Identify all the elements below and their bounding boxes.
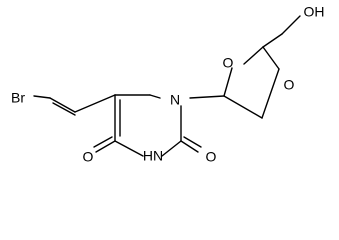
bond-ring-top-a (223, 67, 233, 97)
bond-c-c-double-a (49, 97, 76, 113)
bond-c2-o (180, 140, 199, 153)
bond-c-ring (74, 94, 116, 113)
bond-ring-bottom (223, 95, 263, 119)
carbonyl-oxygen-left: O (83, 149, 94, 165)
bond-ch2-oh (281, 15, 301, 35)
bond-n3-c2 (161, 140, 182, 157)
bromine-label: Br (11, 90, 25, 106)
bond-c2-o-double (183, 136, 202, 148)
bond-c6-n1 (149, 94, 161, 99)
bond-ring-right-b (261, 68, 280, 119)
molecule-canvas: Br N HN O O O O OH (11, 3, 325, 165)
nh-label: HN (143, 148, 163, 164)
ring-oxygen-right: O (284, 77, 295, 93)
bond-ring-top-b (243, 46, 264, 65)
bond-c-c-double-b (52, 102, 76, 116)
bond-c4-n3 (114, 140, 144, 157)
hydroxyl-label: OH (304, 4, 325, 20)
nitrogen-label: N (170, 92, 180, 108)
bond-br-c (33, 95, 51, 99)
bond-ring-right-a (262, 46, 280, 70)
chemical-structure: Br N HN O O O O OH (11, 4, 325, 165)
bond-c-ch2 (262, 33, 283, 48)
bond-c4-o-double (93, 136, 113, 148)
carbonyl-oxygen-right: O (206, 149, 217, 165)
ring-oxygen-top: O (223, 55, 234, 71)
bond-c4-o (95, 140, 116, 153)
bond-n1-c (189, 95, 225, 99)
